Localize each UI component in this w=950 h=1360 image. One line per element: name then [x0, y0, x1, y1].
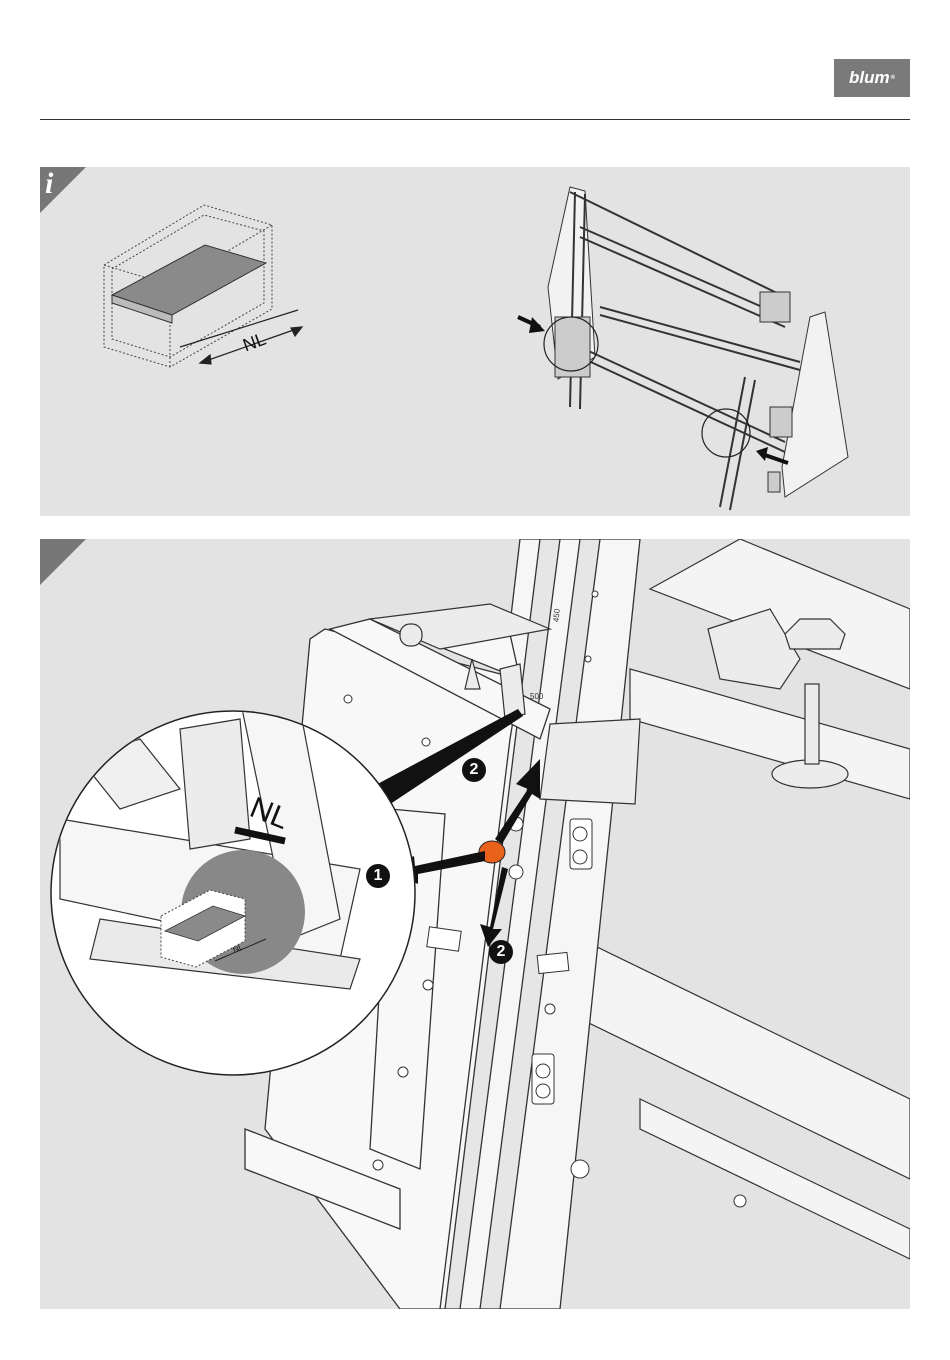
- info-panel: i NL: [40, 167, 910, 516]
- frame-illustration: [40, 167, 910, 516]
- step-two-upper-marker: 2: [462, 758, 486, 782]
- scale-label-450: 450: [552, 608, 562, 622]
- header-rule: [40, 119, 910, 120]
- logo-registered-mark: ®: [891, 75, 895, 81]
- logo-text: blum: [849, 68, 890, 88]
- mechanism-illustration: [40, 539, 910, 1309]
- step-panel: NL NL 450 500 2 1 2: [40, 539, 910, 1309]
- step-two-lower-marker: 2: [489, 940, 513, 964]
- step-one-marker: 1: [366, 864, 390, 888]
- scale-label-500: 500: [530, 692, 543, 701]
- blum-logo: blum®: [834, 59, 910, 97]
